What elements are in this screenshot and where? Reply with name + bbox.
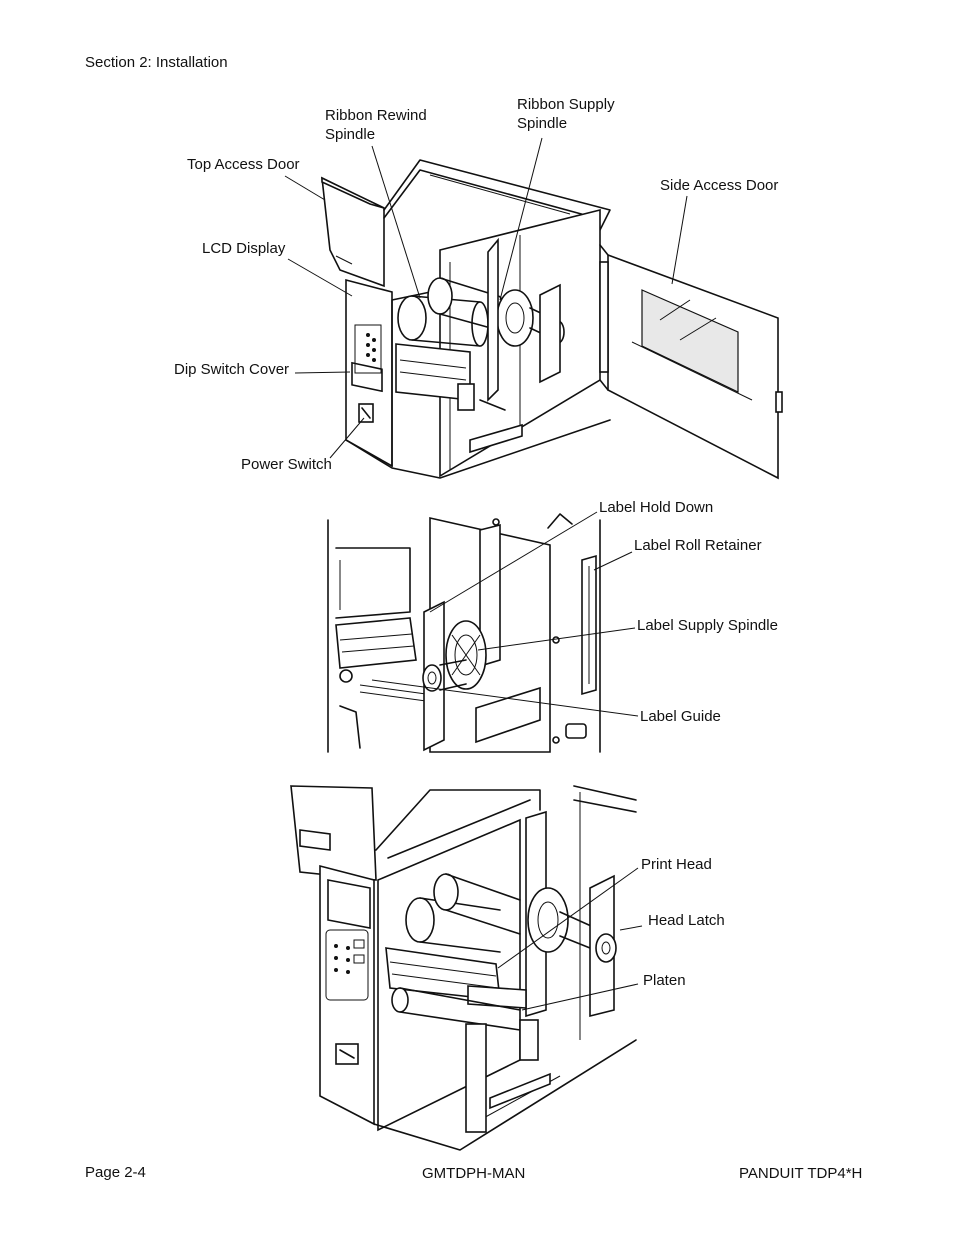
head-latch-graphic xyxy=(467,985,527,1009)
label-label-roll-retainer: Label Roll Retainer xyxy=(634,537,762,554)
page-number: Page 2-4 xyxy=(85,1164,146,1181)
label-label-hold-down: Label Hold Down xyxy=(599,499,714,516)
label-hold-down-graphic xyxy=(539,283,561,384)
lcd-display-graphic xyxy=(351,361,383,393)
label-label-supply-spindle: Label Supply Spindle xyxy=(637,617,778,634)
model-name: PANDUIT TDP4*H xyxy=(739,1165,863,1182)
section-header: Section 2: Installation xyxy=(85,54,228,71)
label-side-access-door: Side Access Door xyxy=(660,177,779,194)
label-power-switch: Power Switch xyxy=(241,456,332,473)
label-platen: Platen xyxy=(643,972,686,989)
label-top-access-door: Top Access Door xyxy=(187,156,300,173)
label-label-guide: Label Guide xyxy=(640,708,721,725)
label-dip-switch-cover: Dip Switch Cover xyxy=(174,361,290,378)
platen-graphic xyxy=(391,987,409,1013)
lcd-window-graphic xyxy=(327,879,371,929)
label-lcd-display: LCD Display xyxy=(202,240,286,257)
label-guide-plate xyxy=(475,686,541,744)
label-ribbon-rewind-spindle: Ribbon Rewind Spindle xyxy=(325,107,427,143)
label-head-latch: Head Latch xyxy=(648,912,725,929)
label-ribbon-supply-spindle: Ribbon Supply Spindle xyxy=(517,96,615,132)
label-print-head: Print Head xyxy=(641,856,712,873)
document-code: GMTDPH-MAN xyxy=(422,1165,526,1182)
